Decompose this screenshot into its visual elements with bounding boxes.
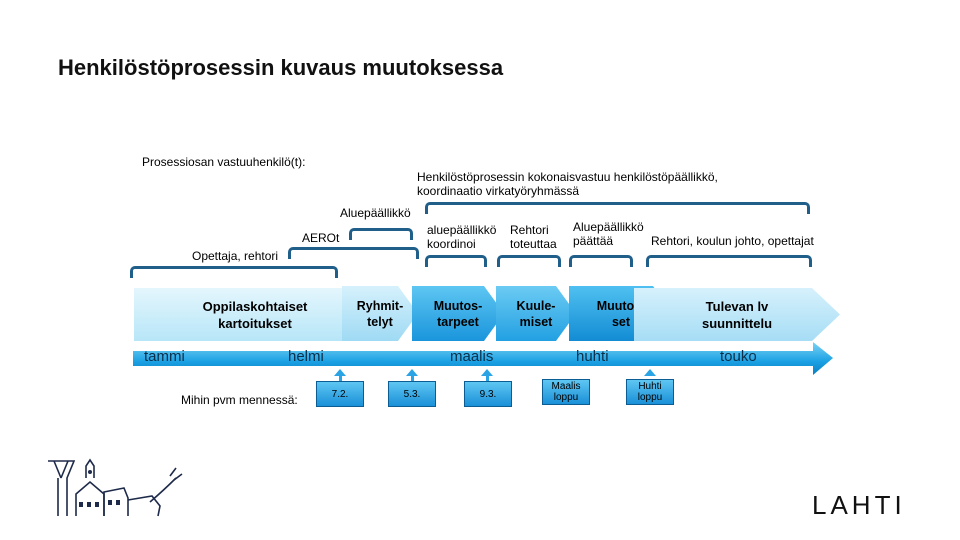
phase-hearings: Kuule- miset xyxy=(496,286,576,341)
deadline-pointer-5 xyxy=(644,369,656,376)
brace-aerot xyxy=(288,247,419,259)
month-january: tammi xyxy=(144,348,185,365)
month-april: huhti xyxy=(576,348,609,365)
brace-school-leadership xyxy=(646,255,812,267)
deadline-pointer-2 xyxy=(406,369,418,376)
month-march: maalis xyxy=(450,348,494,365)
brace-principal-implements xyxy=(497,255,561,267)
phase-next-year-planning: Tulevan lv suunnittelu xyxy=(634,288,840,341)
responsible-principal-implements: Rehtori toteuttaa xyxy=(510,223,557,251)
responsible-school-leadership: Rehtori, koulun johto, opettajat xyxy=(651,234,814,248)
deadline-pointer-1 xyxy=(334,369,346,376)
deadline-feb7: 7.2. xyxy=(316,381,364,407)
deadline-label: Mihin pvm mennessä: xyxy=(181,393,298,407)
phase-groupings: Ryhmit- telyt xyxy=(342,286,418,341)
deadline-april-end: Huhti loppu xyxy=(626,379,674,405)
deadline-mar5: 5.3. xyxy=(388,381,436,407)
deadline-pointer-3 xyxy=(481,369,493,376)
deadline-mar9: 9.3. xyxy=(464,381,512,407)
page-title: Henkilöstöprosessin kuvaus muutoksessa xyxy=(58,55,504,80)
brace-area-coordinates xyxy=(425,255,487,267)
responsible-area-coordinates: aluepäällikkö koordinoi xyxy=(427,223,497,251)
deadline-stem-1 xyxy=(339,376,342,381)
responsible-teacher-principal: Opettaja, rehtori xyxy=(192,249,279,263)
deadline-march-end: Maalis loppu xyxy=(542,379,590,405)
city-skyline-illustration xyxy=(48,458,183,517)
responsible-area-manager: Aluepäällikkö xyxy=(340,206,411,220)
phase-student-surveys: Oppilaskohtaiset kartoitukset xyxy=(134,288,376,341)
brace-area-manager xyxy=(349,228,413,240)
deadline-stem-3 xyxy=(486,376,489,381)
month-february: helmi xyxy=(288,348,324,365)
responsible-aerot: AEROt xyxy=(302,231,340,245)
lahti-logo: LAHTI xyxy=(812,490,906,520)
phase-change-needs: Muutos- tarpeet xyxy=(412,286,504,341)
responsible-hr-manager: Henkilöstöprosessin kokonaisvastuu henki… xyxy=(417,170,718,198)
brace-teacher-principal xyxy=(130,266,338,278)
month-may: touko xyxy=(720,348,757,365)
brace-hr-overall xyxy=(425,202,810,214)
brace-area-decides xyxy=(569,255,633,267)
deadline-stem-2 xyxy=(411,376,414,381)
responsible-area-decides: Aluepäällikkö päättää xyxy=(573,220,644,248)
responsible-label: Prosessiosan vastuuhenkilö(t): xyxy=(142,155,306,169)
